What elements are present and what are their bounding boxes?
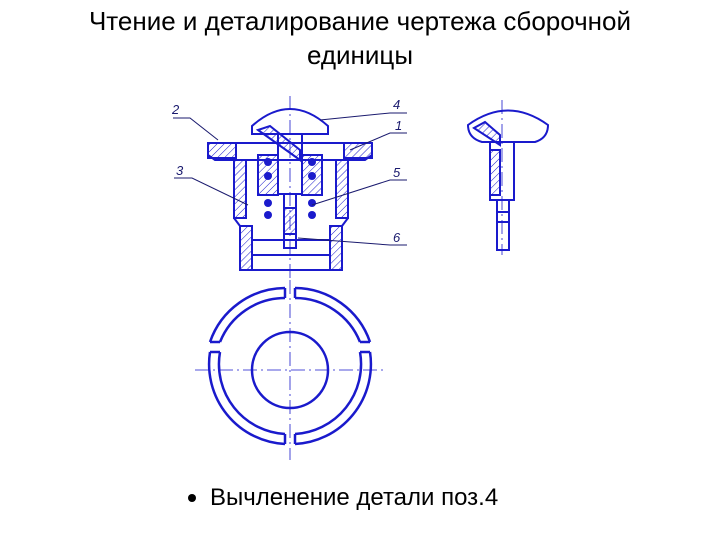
callout-2: 2 [171,102,180,117]
callout-6: 6 [393,230,401,245]
callout-leaders [173,112,407,246]
callout-5: 5 [393,165,401,180]
nut-top-view [195,280,385,460]
bullet-item: Вычленение детали поз.4 [188,484,498,512]
bullet-dot [188,494,196,502]
callout-3: 3 [176,163,184,178]
callout-4: 4 [393,97,400,112]
callout-1: 1 [395,118,402,133]
assembly-section-view [207,96,373,280]
bullet-text: Вычленение детали поз.4 [210,484,499,511]
slide-title: Чтение и деталирование чертежа сборочной… [88,6,632,70]
part-4-detail-view [466,100,550,255]
